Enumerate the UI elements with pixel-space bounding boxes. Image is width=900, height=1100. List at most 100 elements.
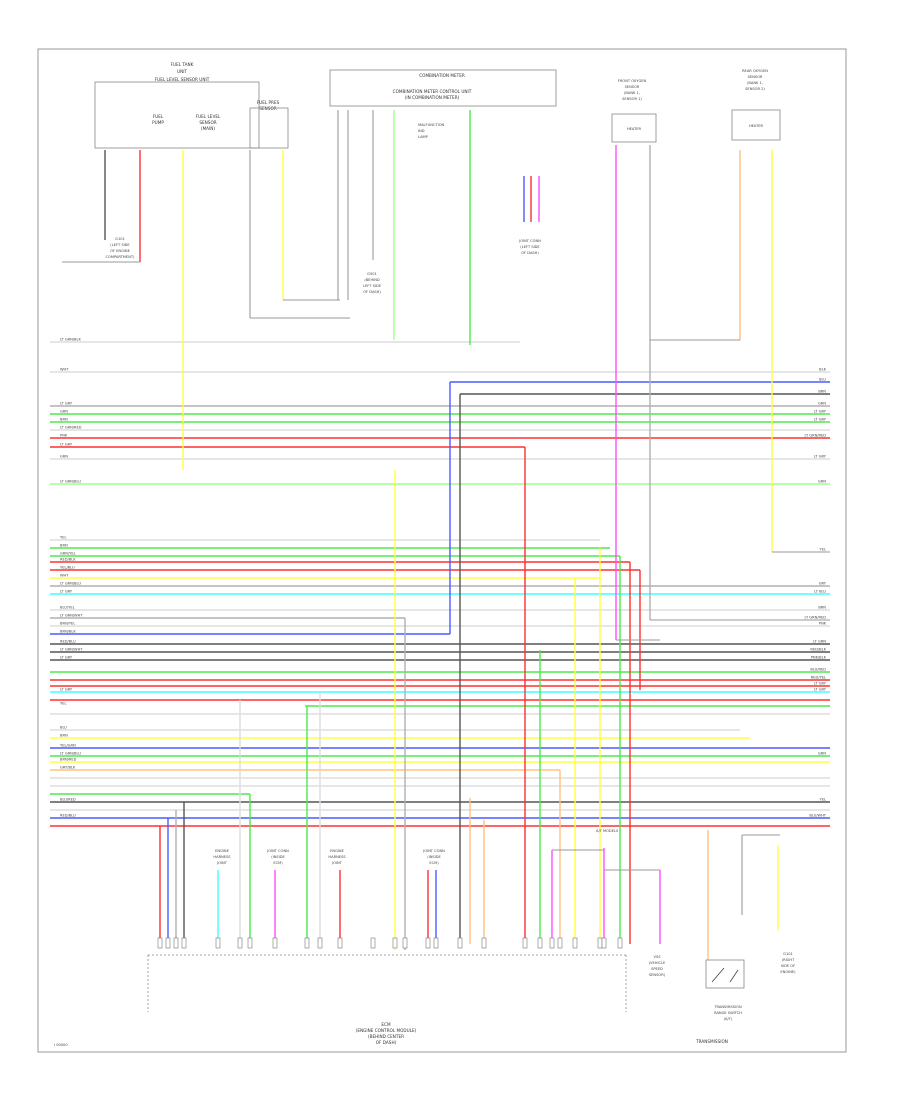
right-wire-label: LT BLU — [814, 590, 826, 594]
ecm-pin — [181, 937, 187, 949]
wire-tail-layer — [62, 261, 830, 949]
front-oxygen-sensor: FRONT OXYGEN SENSOR (BANK 1, SENSOR 1) H… — [611, 79, 657, 143]
right-wire-label: LT GRN/RED — [804, 434, 826, 438]
svg-text:(LEFT SIDE: (LEFT SIDE — [520, 245, 540, 249]
ecm-pin — [601, 937, 607, 949]
svg-text:JOINT CONN: JOINT CONN — [266, 849, 289, 853]
left-wire-label: BLU — [60, 726, 67, 730]
right-wire-label: LT GRY — [814, 688, 827, 692]
left-wire-label: LT GRN/BLU — [60, 582, 81, 586]
left-wire-label: BRN/YEL — [60, 622, 75, 626]
left-wire-label: PNK — [60, 434, 68, 438]
right-wire-label: BRN — [818, 390, 826, 394]
left-wire-label: YEL — [60, 702, 66, 706]
ecm-pin — [433, 937, 439, 949]
svg-text:(ENGINE CONTROL MODULE): (ENGINE CONTROL MODULE) — [356, 1028, 417, 1033]
svg-text:ECM): ECM) — [273, 861, 283, 865]
right-wire-label: LT GRN/RED — [804, 616, 826, 620]
svg-text:OF DASH): OF DASH) — [376, 1040, 397, 1045]
svg-text:(VEHICLE: (VEHICLE — [649, 961, 666, 965]
left-wire-label: RED/BLU — [60, 640, 76, 644]
right-wire-label: YEL — [820, 548, 826, 552]
ecm-pin — [557, 937, 563, 949]
right-wire-label: YEL — [820, 798, 826, 802]
right-wire-label: RED/YEL — [811, 676, 826, 680]
svg-text:FRONT OXYGEN: FRONT OXYGEN — [618, 79, 647, 83]
fuel-pump-label: FUEL — [153, 114, 164, 119]
svg-text:HARNESS: HARNESS — [328, 855, 346, 859]
left-wire-label: GRN/YEL — [60, 552, 76, 556]
svg-text:RANGE SWITCH: RANGE SWITCH — [714, 1011, 742, 1015]
ground-mid-label: G501 (BEHIND LEFT SIDE OF DASH) — [363, 272, 382, 294]
ecm-pin — [537, 937, 543, 949]
bottom-joint-0: ENGINE HARNESS JOINT — [213, 849, 231, 865]
combination-meter-title: COMBINATION METER — [419, 73, 465, 78]
svg-text:ENGINE: ENGINE — [330, 849, 344, 853]
left-wire-label: LT GRY — [60, 443, 73, 447]
left-wire-label: RED/BLU — [60, 814, 76, 818]
left-wire-label: BRN/BLK — [60, 630, 76, 634]
ecm-pin — [572, 937, 578, 949]
left-wire-label: GRN — [60, 455, 68, 459]
rear-oxygen-sensor: REAR OXYGEN SENSOR (BANK 1, SENSOR 2) HE… — [731, 69, 781, 141]
right-wire-label: LT GRY — [814, 410, 827, 414]
right-wire-label: GRN — [818, 752, 826, 756]
svg-text:SENSOR 1): SENSOR 1) — [622, 97, 642, 101]
svg-text:LEFT SIDE: LEFT SIDE — [363, 284, 382, 288]
svg-text:IND: IND — [418, 129, 425, 133]
svg-text:JOINT CONN: JOINT CONN — [518, 239, 541, 243]
svg-text:(BANK 1,: (BANK 1, — [747, 81, 763, 85]
ecm-pin — [617, 937, 623, 949]
ecm-pin — [370, 937, 376, 949]
ecm-pin — [165, 937, 171, 949]
svg-text:ECM: ECM — [381, 1022, 391, 1027]
left-wire-label: LT GRY — [60, 402, 73, 406]
svg-text:LAMP: LAMP — [418, 135, 429, 139]
right-wire-label: BRN — [818, 606, 826, 610]
fuel-tank-title: FUEL TANK — [171, 62, 194, 67]
svg-text:ECM): ECM) — [429, 861, 439, 865]
ecm-pin — [157, 937, 163, 949]
right-wire-label: BLU/WHT — [809, 814, 826, 818]
svg-text:SENSOR: SENSOR — [625, 85, 640, 89]
bottom-joint-2: ENGINE HARNESS JOINT — [328, 849, 346, 865]
svg-text:G101: G101 — [783, 952, 793, 956]
left-wire-label: LT GRN/RED — [60, 426, 82, 430]
ecm-pin — [481, 937, 487, 949]
ecm-pin — [304, 937, 310, 949]
left-wire-label: LT GRN/WHT — [60, 648, 83, 652]
right-wire-label: RED/BLK — [810, 648, 826, 652]
left-wire-label: RED/BLK — [60, 558, 76, 562]
right-wire-label: BLU/RED — [810, 668, 826, 672]
left-wire-label: BRN — [60, 418, 68, 422]
svg-text:SIDE OF: SIDE OF — [781, 964, 795, 968]
svg-text:COMPARTMENT): COMPARTMENT) — [106, 255, 136, 259]
right-wire-label: PNK — [819, 622, 827, 626]
combination-meter: COMBINATION METER COMBINATION METER CONT… — [329, 69, 557, 139]
left-wire-label: YEL — [60, 536, 66, 540]
bottom-joint-1: JOINT CONN (INSIDE ECM) — [266, 849, 289, 865]
right-wire-label: PNK/BLK — [811, 656, 827, 660]
ecm-pin — [549, 937, 555, 949]
fuel-tank-unit: FUEL TANK UNIT FUEL LEVEL SENSOR UNIT FU… — [94, 62, 289, 149]
left-wire-label: LT GRN/WHT — [60, 614, 83, 618]
svg-text:FUEL LEVEL SENSOR UNIT: FUEL LEVEL SENSOR UNIT — [155, 77, 210, 82]
left-wire-label: LT GRN/BLU — [60, 752, 81, 756]
svg-text:ENGINE: ENGINE — [215, 849, 229, 853]
svg-text:JOINT: JOINT — [216, 861, 228, 865]
bottom-joint-3: JOINT CONN (INSIDE ECM) — [422, 849, 445, 865]
svg-text:UNIT: UNIT — [177, 69, 187, 74]
ecm-pin — [522, 937, 528, 949]
ecm-pin — [402, 937, 408, 949]
splice-label: A/T MODELS — [596, 829, 619, 833]
joint-center-label: JOINT CONN (LEFT SIDE OF DASH) — [518, 239, 541, 255]
left-wire-label: BRN — [60, 734, 68, 738]
ecm-pin — [425, 937, 431, 949]
ecm-pin — [247, 937, 253, 949]
svg-text:(BEHIND: (BEHIND — [364, 278, 380, 282]
svg-text:SENSOR): SENSOR) — [649, 973, 666, 977]
svg-text:(BANK 1,: (BANK 1, — [624, 91, 640, 95]
svg-text:OF DASH): OF DASH) — [363, 290, 381, 294]
